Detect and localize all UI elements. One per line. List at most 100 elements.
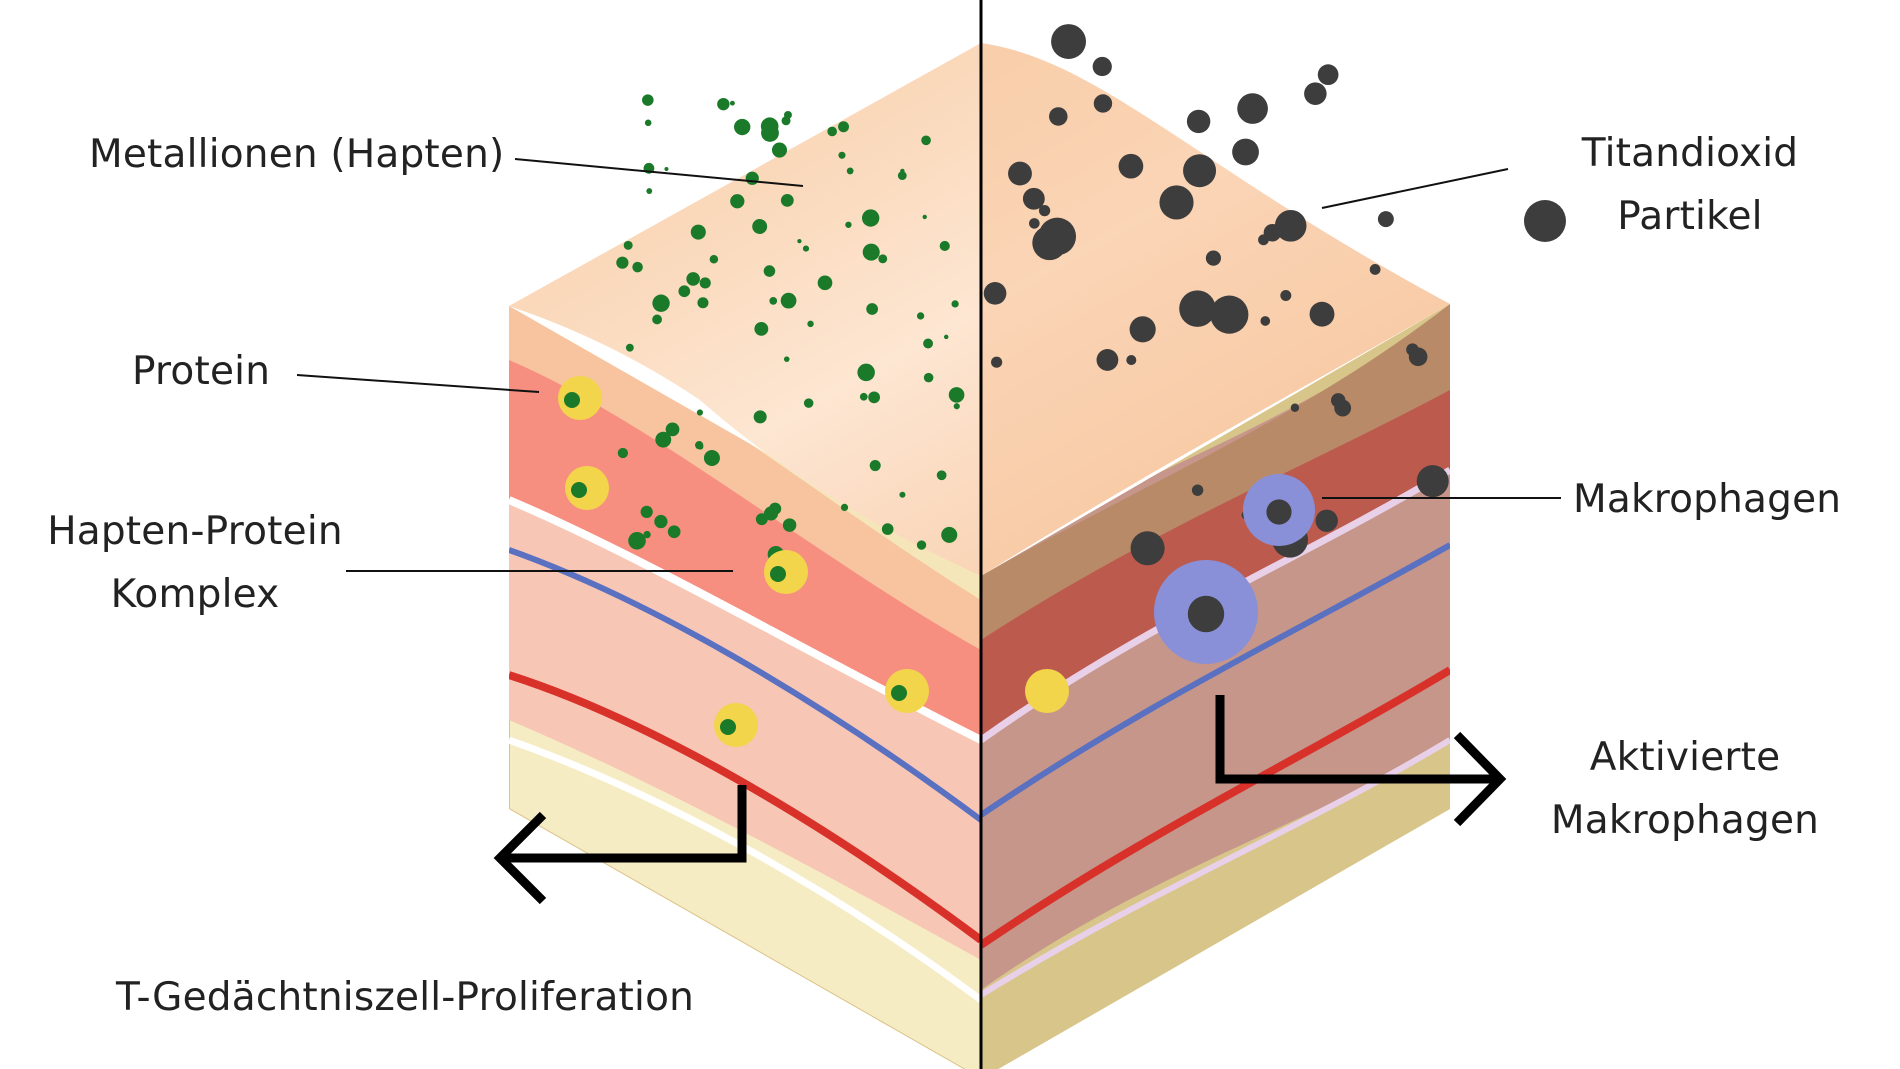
label-activated-macrophages: Aktivierte Makrophagen: [1540, 738, 1830, 840]
metal-ion-particle: [866, 303, 879, 315]
engulfed-particle: [1187, 595, 1225, 633]
leader-lines: [296, 158, 1561, 572]
metal-ion-particle: [817, 275, 833, 291]
metal-ion-particle: [693, 274, 699, 280]
metal-ion-particle: [760, 117, 779, 136]
metal-ion-particle: [878, 254, 888, 264]
label-macrophages: Makrophagen: [1573, 477, 1842, 522]
titanium-particle: [1183, 154, 1217, 188]
titanium-particle: [1038, 204, 1051, 217]
metal-ion-particle: [652, 294, 670, 312]
metal-ion-particle: [862, 243, 880, 261]
metal-ion-particle: [695, 441, 704, 450]
metal-ion-particle: [782, 518, 797, 532]
metal-ion-particle: [734, 118, 751, 136]
metal-ion-particle: [869, 460, 881, 472]
metal-ion-particle: [838, 121, 850, 133]
metal-ion-particle: [899, 491, 906, 498]
titanium-legend-dot: [1524, 200, 1566, 242]
titanium-particle: [1129, 316, 1156, 343]
metal-ion-particle: [690, 224, 706, 240]
metal-ion-particle: [665, 422, 680, 437]
metal-ion-particle: [921, 135, 931, 146]
metal-ion-particle: [763, 506, 779, 521]
label-hapten-protein: Hapten-Protein Komplex: [30, 512, 360, 614]
metal-ion-particle: [623, 240, 633, 250]
metal-ion-particle: [923, 372, 934, 383]
titanium-particle: [1210, 295, 1249, 334]
titanium-particle: [1377, 211, 1394, 228]
label-protein: Protein: [132, 349, 271, 394]
titanium-particle: [1280, 290, 1292, 301]
metal-ion-particle: [769, 297, 778, 305]
hapten-bound-ion: [770, 566, 786, 582]
titanium-particle: [1179, 290, 1216, 327]
label-t-cell-proliferation: T-Gedächtniszell-Proliferation: [116, 975, 695, 1020]
metal-ion-particle: [628, 531, 646, 550]
titanium-particle: [1093, 94, 1113, 113]
protein-circle: [565, 466, 609, 510]
label-hapten-protein-line1: Hapten-Protein: [47, 509, 343, 554]
metal-ion-particle: [644, 119, 652, 127]
titanium-particle: [1126, 355, 1137, 366]
protein-circle: [714, 703, 758, 747]
label-activated-line2: Makrophagen: [1550, 798, 1820, 843]
metal-ion-particle: [802, 245, 810, 252]
metal-ion-particle: [845, 221, 852, 228]
protein-circle: [885, 669, 929, 713]
label-titanium: Titandioxid Partikel: [1560, 134, 1820, 236]
titanium-particle: [1096, 349, 1119, 371]
metal-ion-particle: [916, 540, 927, 550]
titanium-particle: [1092, 56, 1112, 77]
metal-ion-particle: [807, 320, 814, 328]
metal-ion-particle: [729, 100, 735, 106]
metal-ion-particle: [948, 387, 965, 403]
titanium-particle: [1038, 217, 1077, 256]
titanium-particle: [1022, 187, 1045, 210]
metal-ion-particle: [771, 142, 788, 158]
metal-ion-particle: [857, 363, 875, 382]
titanium-particle: [1049, 107, 1068, 126]
titanium-particle: [1416, 465, 1449, 498]
metal-ion-particle: [752, 219, 768, 234]
arrow-right-icon: [1215, 695, 1507, 827]
metal-ion-particle: [754, 321, 769, 336]
metal-ion-particle: [951, 300, 959, 308]
titanium-particle: [1118, 153, 1144, 179]
titanium-particle: [1191, 484, 1204, 496]
metal-ion-particle: [783, 356, 790, 362]
metal-ion-particle: [943, 334, 949, 340]
metal-ion-particle: [763, 265, 776, 277]
titanium-particle: [1232, 138, 1259, 166]
metal-ion-particle: [780, 292, 797, 309]
metal-ion-particle: [652, 314, 662, 325]
metal-ion-particle: [953, 403, 960, 410]
metal-ion-particle: [881, 523, 894, 535]
metal-ion-particle: [664, 166, 669, 172]
hapten-bound-ion: [720, 719, 736, 735]
metal-ion-particle: [827, 126, 837, 137]
titanium-particle: [1274, 209, 1307, 242]
hapten-bound-ion: [571, 482, 587, 498]
metal-ion-particle: [667, 525, 681, 539]
metal-ion-particle: [730, 194, 745, 209]
label-activated-line1: Aktivierte: [1589, 735, 1781, 780]
metal-ion-particle: [643, 530, 651, 539]
titanium-particle: [1406, 343, 1419, 357]
titanium-particle: [1205, 250, 1222, 266]
metal-ion-particle: [655, 431, 672, 448]
arrow-left-icon: [493, 785, 747, 905]
metal-ion-particle: [861, 209, 880, 227]
titanium-particle: [1309, 301, 1335, 327]
protein-circle: [558, 376, 602, 420]
metal-ion-particle: [642, 94, 654, 106]
metal-ion-particle: [654, 514, 668, 529]
hapten-bound-ion: [891, 685, 907, 701]
titanium-particle: [991, 356, 1003, 368]
titanium-particle: [1304, 82, 1327, 105]
titanium-particle: [1130, 531, 1165, 566]
titanium-particle: [1317, 64, 1339, 86]
metal-ion-particle: [678, 285, 691, 298]
metal-ion-particle: [632, 261, 643, 273]
